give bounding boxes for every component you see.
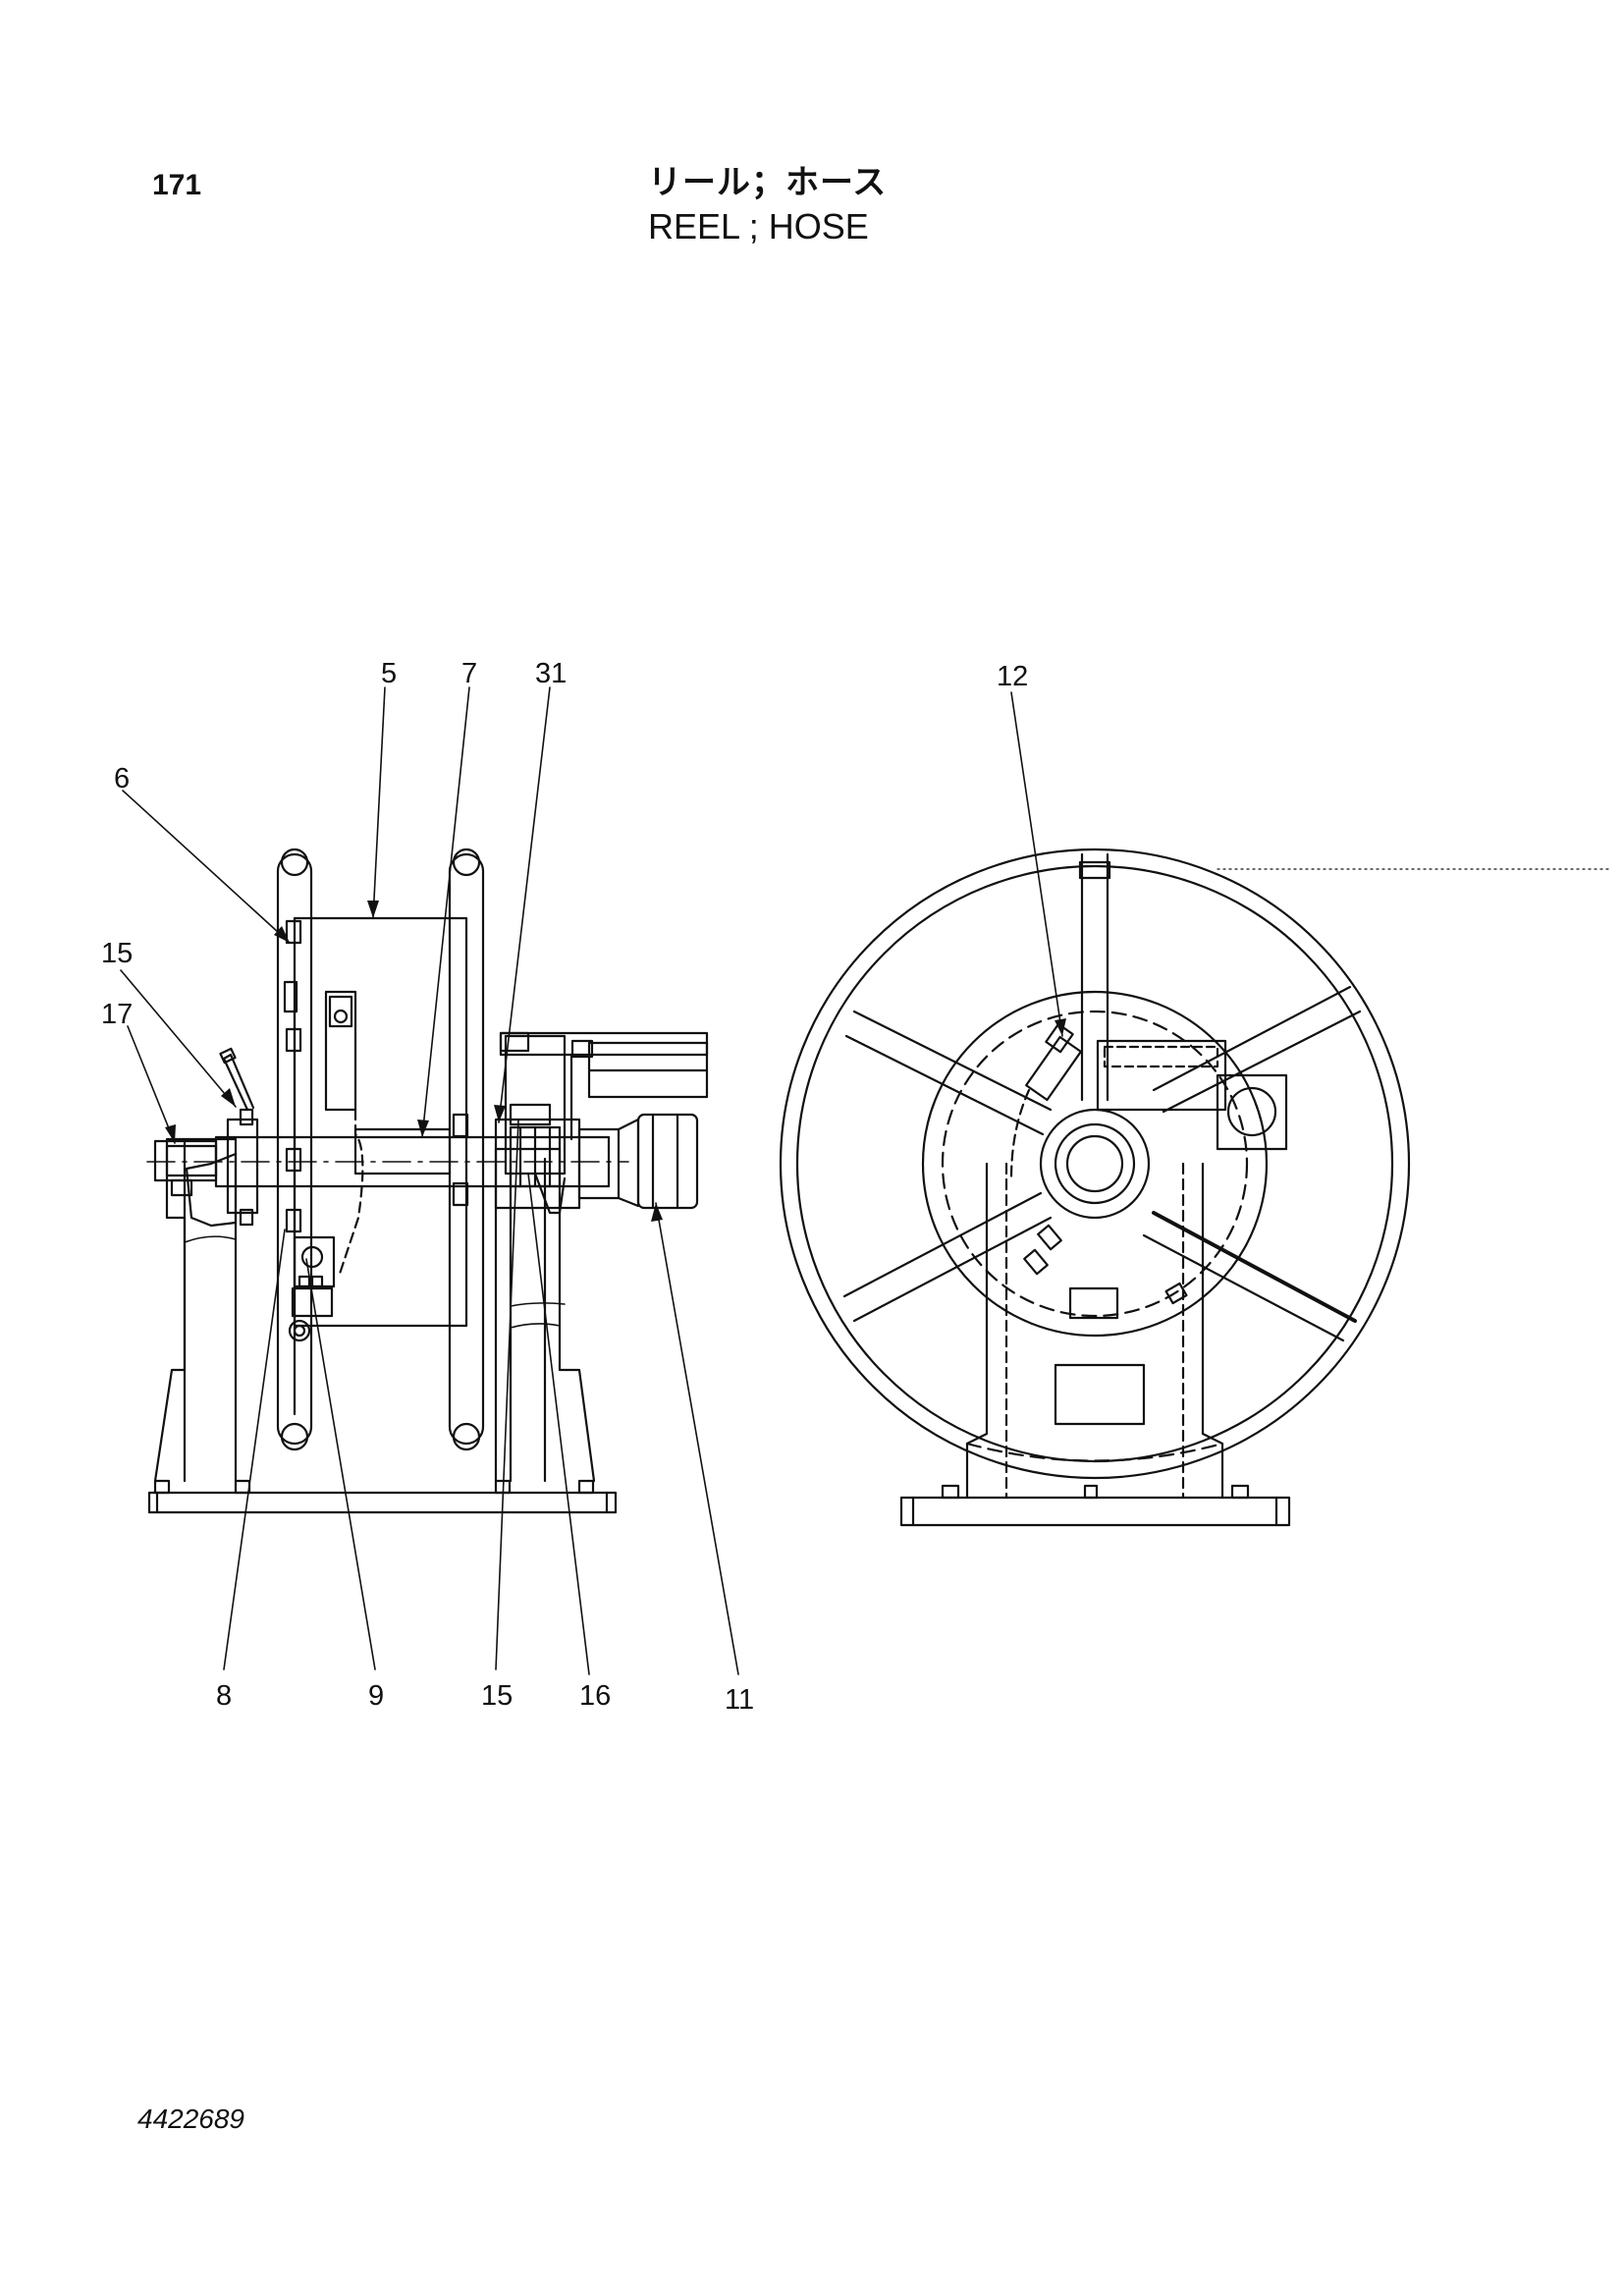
callout-7: 7 — [461, 658, 477, 689]
title-english: REEL ; HOSE — [648, 206, 869, 246]
left-pedestal — [153, 1137, 238, 1483]
callout-8: 8 — [216, 1680, 232, 1712]
callout-6: 6 — [114, 763, 130, 794]
callout-15-top: 15 — [101, 938, 133, 969]
reel-hub — [1039, 1108, 1151, 1220]
callout-5: 5 — [381, 658, 397, 689]
document-number: 4422689 — [137, 2104, 245, 2134]
callout-9: 9 — [368, 1680, 384, 1712]
callout-11: 11 — [725, 1684, 754, 1716]
access-cover — [1054, 1363, 1146, 1426]
reel-spokes — [842, 852, 1362, 1342]
callout-12: 12 — [997, 661, 1028, 692]
name-plate — [1068, 1286, 1119, 1320]
side-base-plate — [147, 1491, 618, 1514]
side-view — [146, 847, 709, 1514]
callout-17: 17 — [101, 999, 133, 1030]
page-number: 171 — [152, 169, 202, 201]
front-view — [779, 847, 1611, 1527]
rotary-joint — [494, 1103, 699, 1210]
drum — [293, 916, 468, 1328]
reel-outer-rim — [779, 847, 1411, 1480]
front-stand — [965, 1162, 1224, 1500]
left-flange — [276, 852, 313, 1446]
axle — [146, 1047, 629, 1227]
callout-15-bottom: 15 — [481, 1680, 513, 1712]
hose-coupling — [1009, 1022, 1082, 1180]
front-base-plate — [899, 1496, 1291, 1527]
callout-31: 31 — [535, 658, 567, 689]
callout-16: 16 — [579, 1680, 611, 1712]
leader-lines — [120, 686, 1063, 1675]
title-japanese: リール；ホース — [648, 163, 888, 202]
